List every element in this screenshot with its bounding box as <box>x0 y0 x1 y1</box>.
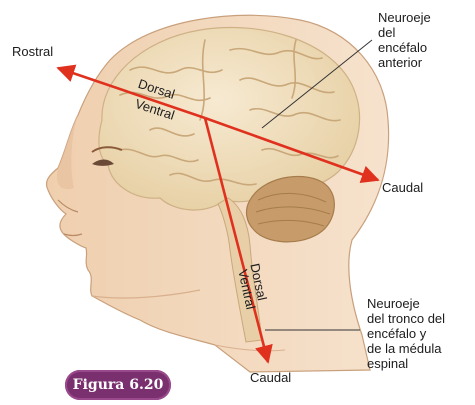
rostral-label: Rostral <box>12 44 53 59</box>
caudal-top-label: Caudal <box>382 180 423 195</box>
figure-number-badge: Figura 6.20 <box>65 370 171 400</box>
caudal-bottom-label: Caudal <box>250 370 291 385</box>
brainstem-axis-label: Neuroeje del tronco del encéfalo y de la… <box>367 296 445 371</box>
forebrain-axis-label: Neuroeje del encéfalo anterior <box>378 10 431 70</box>
